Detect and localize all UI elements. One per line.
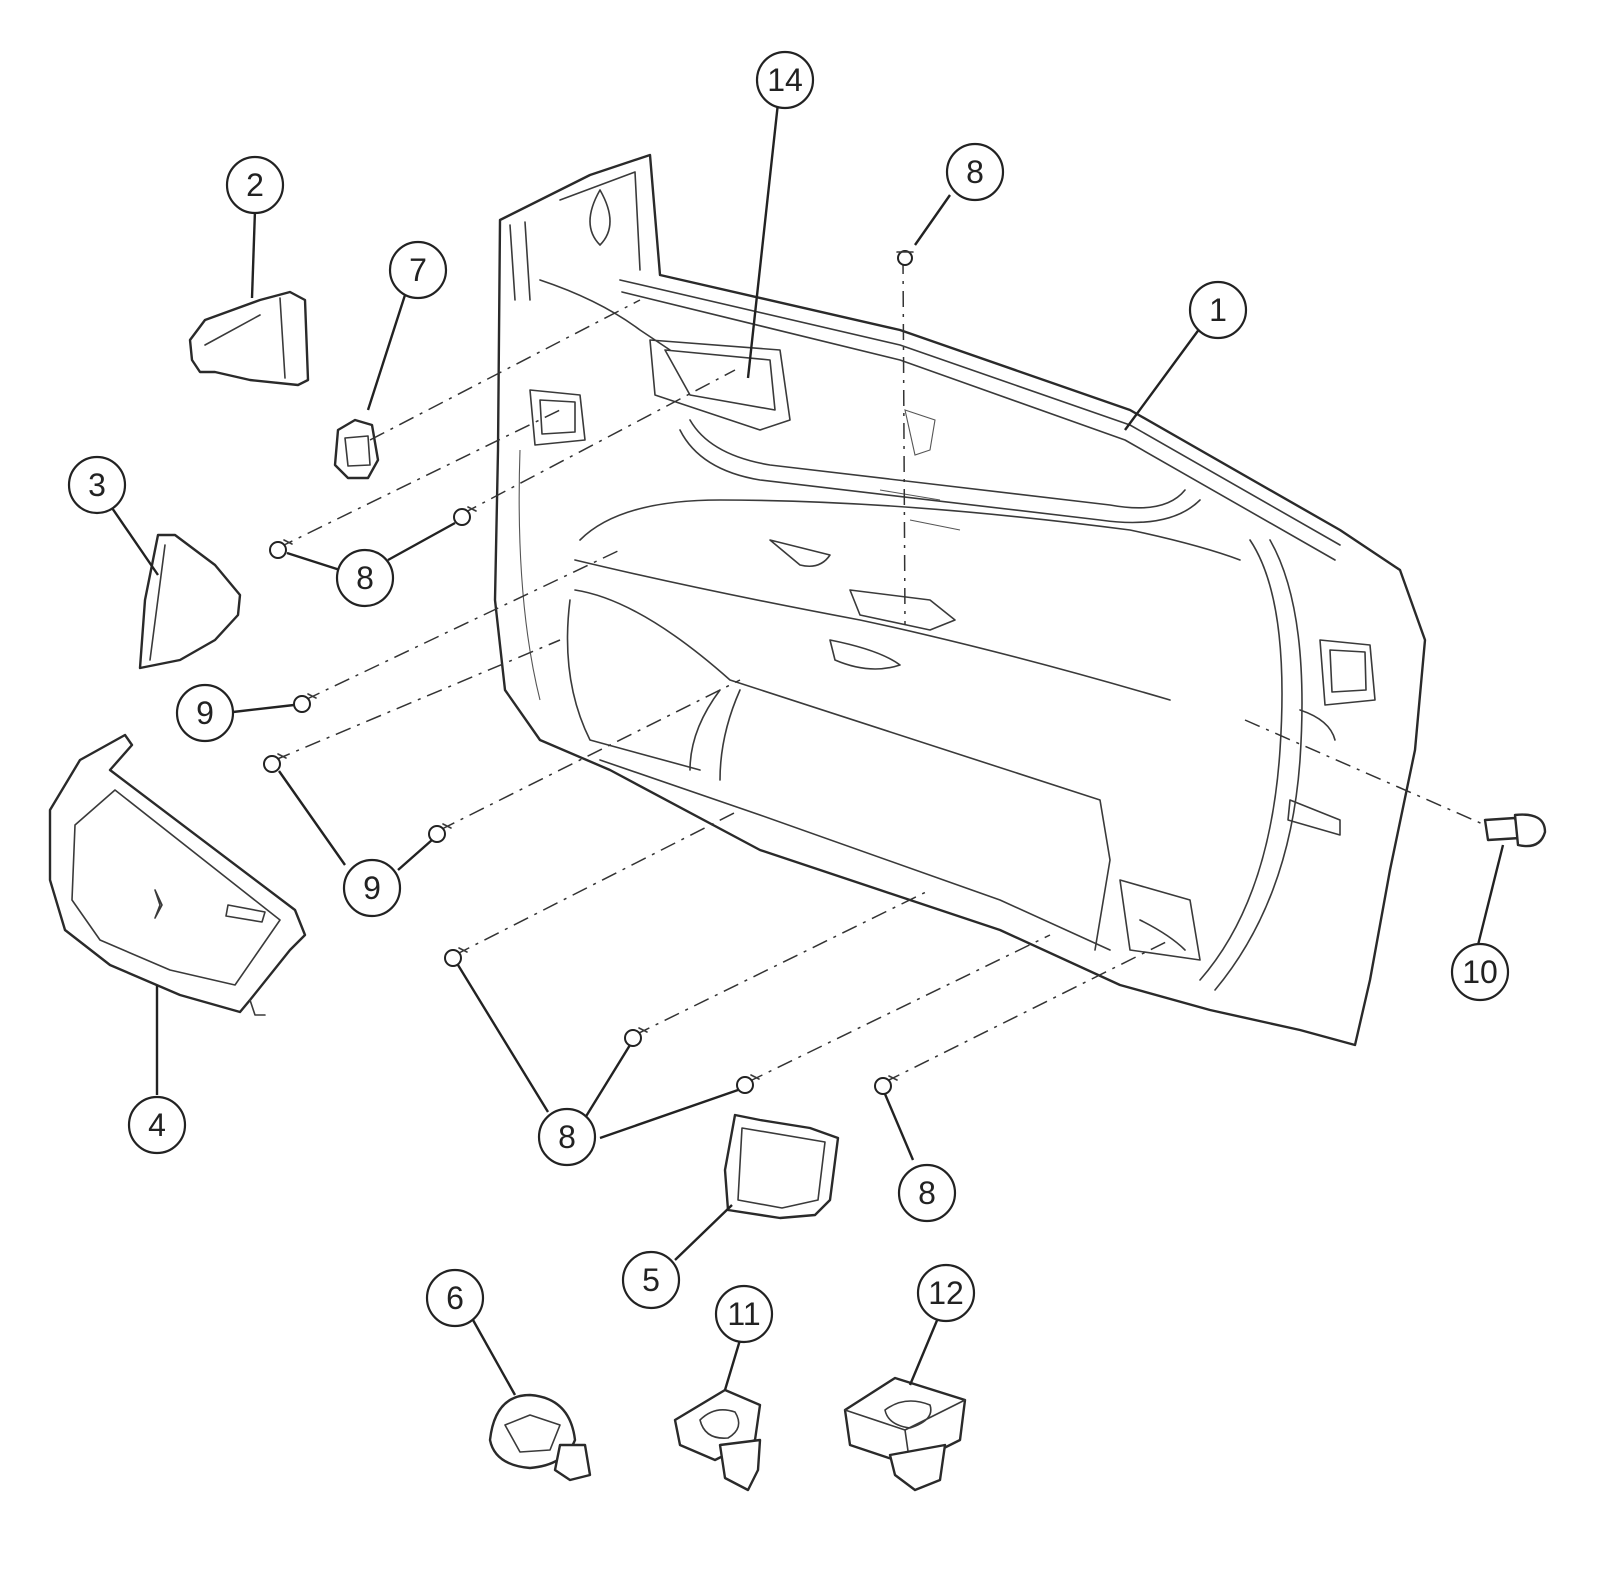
callout-number: 7 [409, 252, 427, 288]
screw-icon [269, 539, 293, 559]
leader-line [883, 1093, 915, 1161]
screw-icon [293, 693, 317, 713]
push-pin-retainer [488, 1393, 592, 1482]
screw-icon [263, 753, 287, 773]
callout-number: 11 [727, 1296, 760, 1332]
screw-icon [453, 506, 477, 526]
callout-number: 5 [642, 1262, 660, 1298]
leader-line [387, 521, 456, 562]
callout-number: 8 [558, 1119, 576, 1155]
callout-5: 5 [621, 1250, 681, 1310]
lower-trim-panel [48, 733, 307, 1016]
bezel-frame [723, 1113, 840, 1220]
switch-knob [333, 418, 380, 480]
leader-line [456, 964, 550, 1113]
corner-trim-cover [138, 533, 242, 670]
leader-line [746, 102, 780, 379]
screw-icon [896, 250, 914, 266]
callout-number: 9 [196, 695, 214, 731]
leader-line [278, 770, 346, 866]
callout-2: 2 [225, 155, 285, 215]
leader-line [599, 1088, 739, 1140]
leader-line [1124, 327, 1201, 431]
callout-number: 3 [88, 467, 106, 503]
assembly-line [884, 939, 1171, 1083]
fasteners [263, 250, 914, 1095]
leader-line [723, 1339, 742, 1391]
callout-7: 7 [388, 240, 448, 300]
callout-number: 8 [356, 560, 374, 596]
leader-line [286, 551, 341, 572]
screw-icon [874, 1075, 898, 1095]
leader-lines [109, 102, 1505, 1396]
callout-12: 12 [916, 1263, 976, 1323]
assembly-line [454, 809, 741, 956]
callout-number: 4 [148, 1107, 166, 1143]
leader-line [250, 209, 257, 299]
screw-icon [736, 1074, 760, 1094]
callout-10: 10 [1450, 942, 1510, 1002]
leader-line [397, 839, 433, 871]
callout-number: 14 [767, 62, 803, 98]
callout-number: 9 [363, 870, 381, 906]
callout-11: 11 [714, 1284, 774, 1344]
assembly-line [304, 549, 621, 701]
leader-line [232, 703, 295, 714]
callout-number: 6 [446, 1280, 464, 1316]
callout-8-bottom-center: 8 [537, 1107, 597, 1167]
callout-9-lower: 9 [342, 858, 402, 918]
assembly-line [277, 409, 561, 549]
leader-line [1476, 844, 1505, 946]
leader-line [109, 504, 159, 576]
callout-8-top: 8 [945, 142, 1005, 202]
side-push-pin [1483, 813, 1547, 848]
callout-number: 8 [966, 154, 984, 190]
assembly-line [439, 679, 741, 831]
assembly-line [1244, 719, 1486, 826]
callout-6: 6 [425, 1268, 485, 1328]
leader-line [583, 1044, 632, 1119]
leader-line [366, 294, 407, 411]
assembly-line [902, 257, 906, 626]
callout-8-upper-left: 8 [335, 548, 395, 608]
door-trim-panel [493, 153, 1427, 1047]
callout-number: 2 [246, 167, 264, 203]
callout-number: 10 [1462, 954, 1498, 990]
callout-1: 1 [1188, 280, 1248, 340]
trim-clip [673, 1388, 762, 1492]
assembly-line [747, 934, 1051, 1083]
assembly-lines [274, 257, 1486, 1083]
assembly-line [634, 889, 931, 1036]
leader-line [471, 1319, 517, 1396]
callout-14: 14 [755, 50, 815, 110]
callout-number: 8 [918, 1175, 936, 1211]
leader-line [914, 194, 951, 246]
screw-icon [428, 823, 452, 843]
callout-number: 12 [928, 1275, 964, 1311]
screw-icon [624, 1027, 648, 1047]
callout-9-upper: 9 [175, 683, 235, 743]
callout-number: 1 [1209, 292, 1227, 328]
screw-icon [444, 947, 468, 967]
leader-line [674, 1204, 733, 1261]
nut-clip [843, 1376, 967, 1492]
callout-3: 3 [67, 455, 127, 515]
leader-line [908, 1317, 940, 1386]
callout-4: 4 [127, 1095, 187, 1155]
callout-8-bottom-right: 8 [897, 1163, 957, 1223]
mirror-cap-trim [188, 290, 310, 387]
